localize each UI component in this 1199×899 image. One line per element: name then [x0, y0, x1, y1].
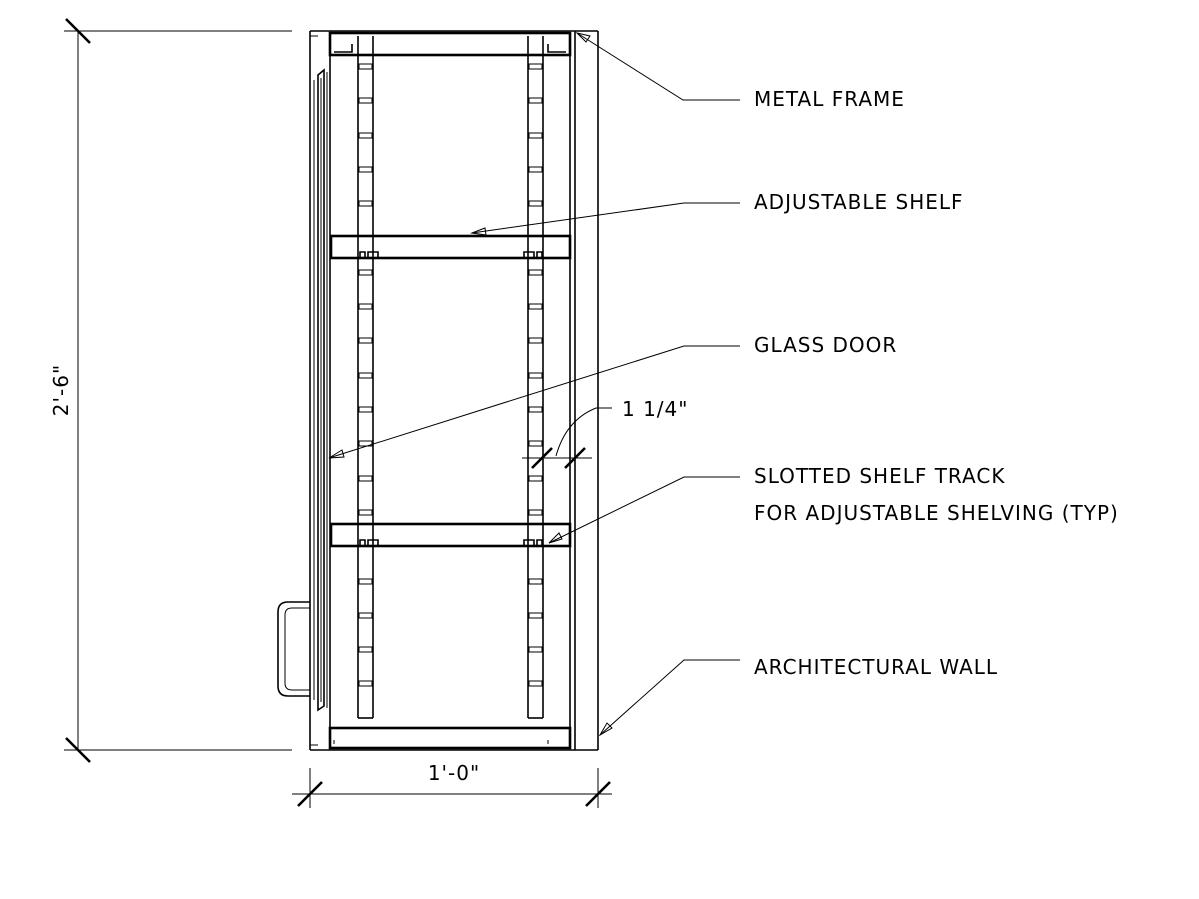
track-slot [358, 200, 373, 207]
track-slot [358, 646, 373, 653]
label-shelf-track-line1: SLOTTED SHELF TRACK [754, 464, 1005, 488]
width-tick-left [297, 781, 323, 807]
glass-door [310, 35, 328, 746]
track-gap-dimension: 1 1/4" [522, 397, 688, 498]
callout-shelf-track: SLOTTED SHELF TRACK FOR ADJUSTABLE SHELV… [548, 464, 1119, 544]
width-dimension: 1'-0" [292, 761, 612, 808]
track-slot [528, 200, 543, 207]
architectural-wall [574, 31, 599, 750]
metal-frame [309, 30, 598, 751]
track-slot [528, 612, 543, 619]
callout-glass-door: GLASS DOOR [328, 333, 897, 459]
track-slot [358, 612, 373, 619]
track-slot [528, 406, 543, 413]
adjustable-shelf-upper [329, 234, 572, 260]
callout-architectural-wall: ARCHITECTURAL WALL [598, 655, 998, 737]
track-slot [358, 303, 373, 310]
door-handle [277, 601, 310, 697]
track-slot [528, 680, 543, 687]
gap-tick-left [531, 447, 553, 469]
track-slot [358, 132, 373, 139]
track-slot [358, 578, 373, 585]
track-slot [528, 166, 543, 173]
track-slot [528, 475, 543, 482]
height-tick-bottom [65, 737, 91, 763]
callout-adjustable-shelf: ADJUSTABLE SHELF [470, 190, 964, 236]
shelf-track-left [357, 36, 374, 719]
gap-tick-right [564, 447, 586, 469]
track-slot [358, 97, 373, 104]
track-slot [358, 337, 373, 344]
track-slot [528, 372, 543, 379]
label-metal-frame: METAL FRAME [754, 87, 905, 111]
width-dimension-label: 1'-0" [428, 761, 480, 785]
track-slot [528, 646, 543, 653]
label-adjustable-shelf: ADJUSTABLE SHELF [754, 190, 964, 214]
track-slot [528, 269, 543, 276]
track-slot [528, 97, 543, 104]
label-shelf-track-line2: FOR ADJUSTABLE SHELVING (TYP) [754, 501, 1119, 525]
track-slot [528, 440, 543, 447]
track-slot [528, 132, 543, 139]
track-slot [358, 406, 373, 413]
track-slot [528, 63, 543, 70]
track-slot [528, 509, 543, 516]
track-slot [528, 303, 543, 310]
track-slot [358, 269, 373, 276]
track-slot [358, 475, 373, 482]
label-glass-door: GLASS DOOR [754, 333, 897, 357]
height-dimension: 2'-6" [49, 18, 292, 763]
track-slot [358, 372, 373, 379]
track-slot [358, 509, 373, 516]
track-slot [528, 578, 543, 585]
shelf-track-right [527, 36, 544, 719]
height-tick-top [65, 18, 91, 44]
track-slot [358, 63, 373, 70]
track-gap-label: 1 1/4" [622, 397, 688, 421]
callout-metal-frame: METAL FRAME [575, 32, 905, 111]
label-architectural-wall: ARCHITECTURAL WALL [754, 655, 998, 679]
track-slot [528, 337, 543, 344]
width-tick-right [585, 781, 611, 807]
track-slot [358, 680, 373, 687]
height-dimension-label: 2'-6" [49, 364, 73, 416]
adjustable-shelf-lower [329, 522, 572, 548]
track-slot [358, 166, 373, 173]
